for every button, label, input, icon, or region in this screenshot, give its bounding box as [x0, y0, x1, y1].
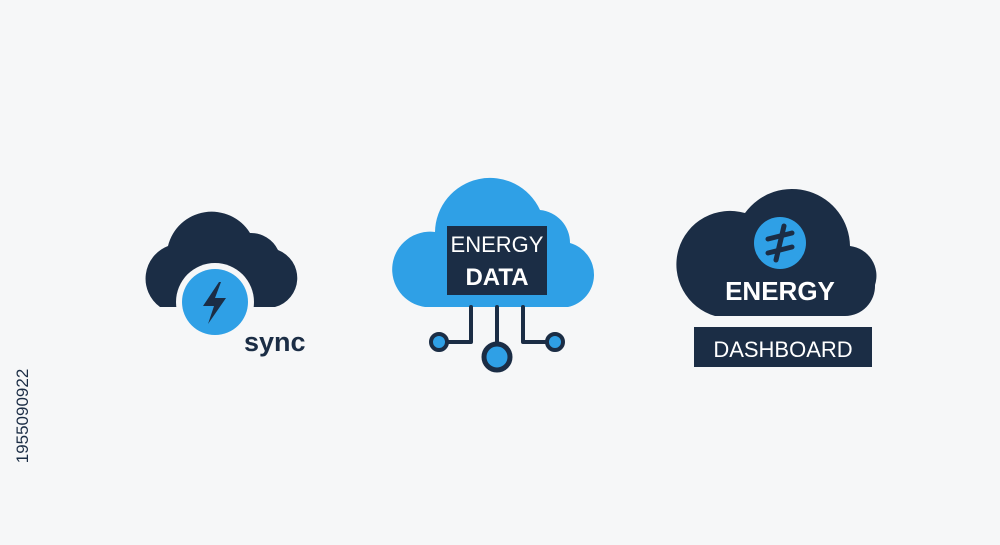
- cloud-sync-icon: sync: [145, 211, 306, 357]
- network-connector-icon: [445, 305, 549, 344]
- stock-id-text: 1955090922: [13, 369, 32, 464]
- energy-dashboard-line1: ENERGY: [725, 276, 835, 306]
- dashboard-label-box: [694, 327, 872, 367]
- network-node-left: [429, 332, 449, 352]
- cloud-energy-dashboard-icon: ENERGY DASHBOARD: [676, 188, 877, 367]
- sync-label: sync: [244, 327, 306, 357]
- energy-dashboard-line2: DASHBOARD: [713, 337, 852, 362]
- network-node-right: [545, 332, 565, 352]
- network-node-center: [481, 341, 513, 373]
- energy-data-label-box: [447, 226, 547, 295]
- cloud-energy-data-icon: ENERGY DATA: [392, 177, 595, 373]
- energy-data-line1: ENERGY: [451, 232, 544, 257]
- lightning-bolt-icon: [203, 282, 226, 324]
- energy-symbol-icon: [765, 223, 795, 263]
- energy-data-line2: DATA: [465, 264, 528, 291]
- stock-id-vertical: 1955090922: [13, 369, 32, 464]
